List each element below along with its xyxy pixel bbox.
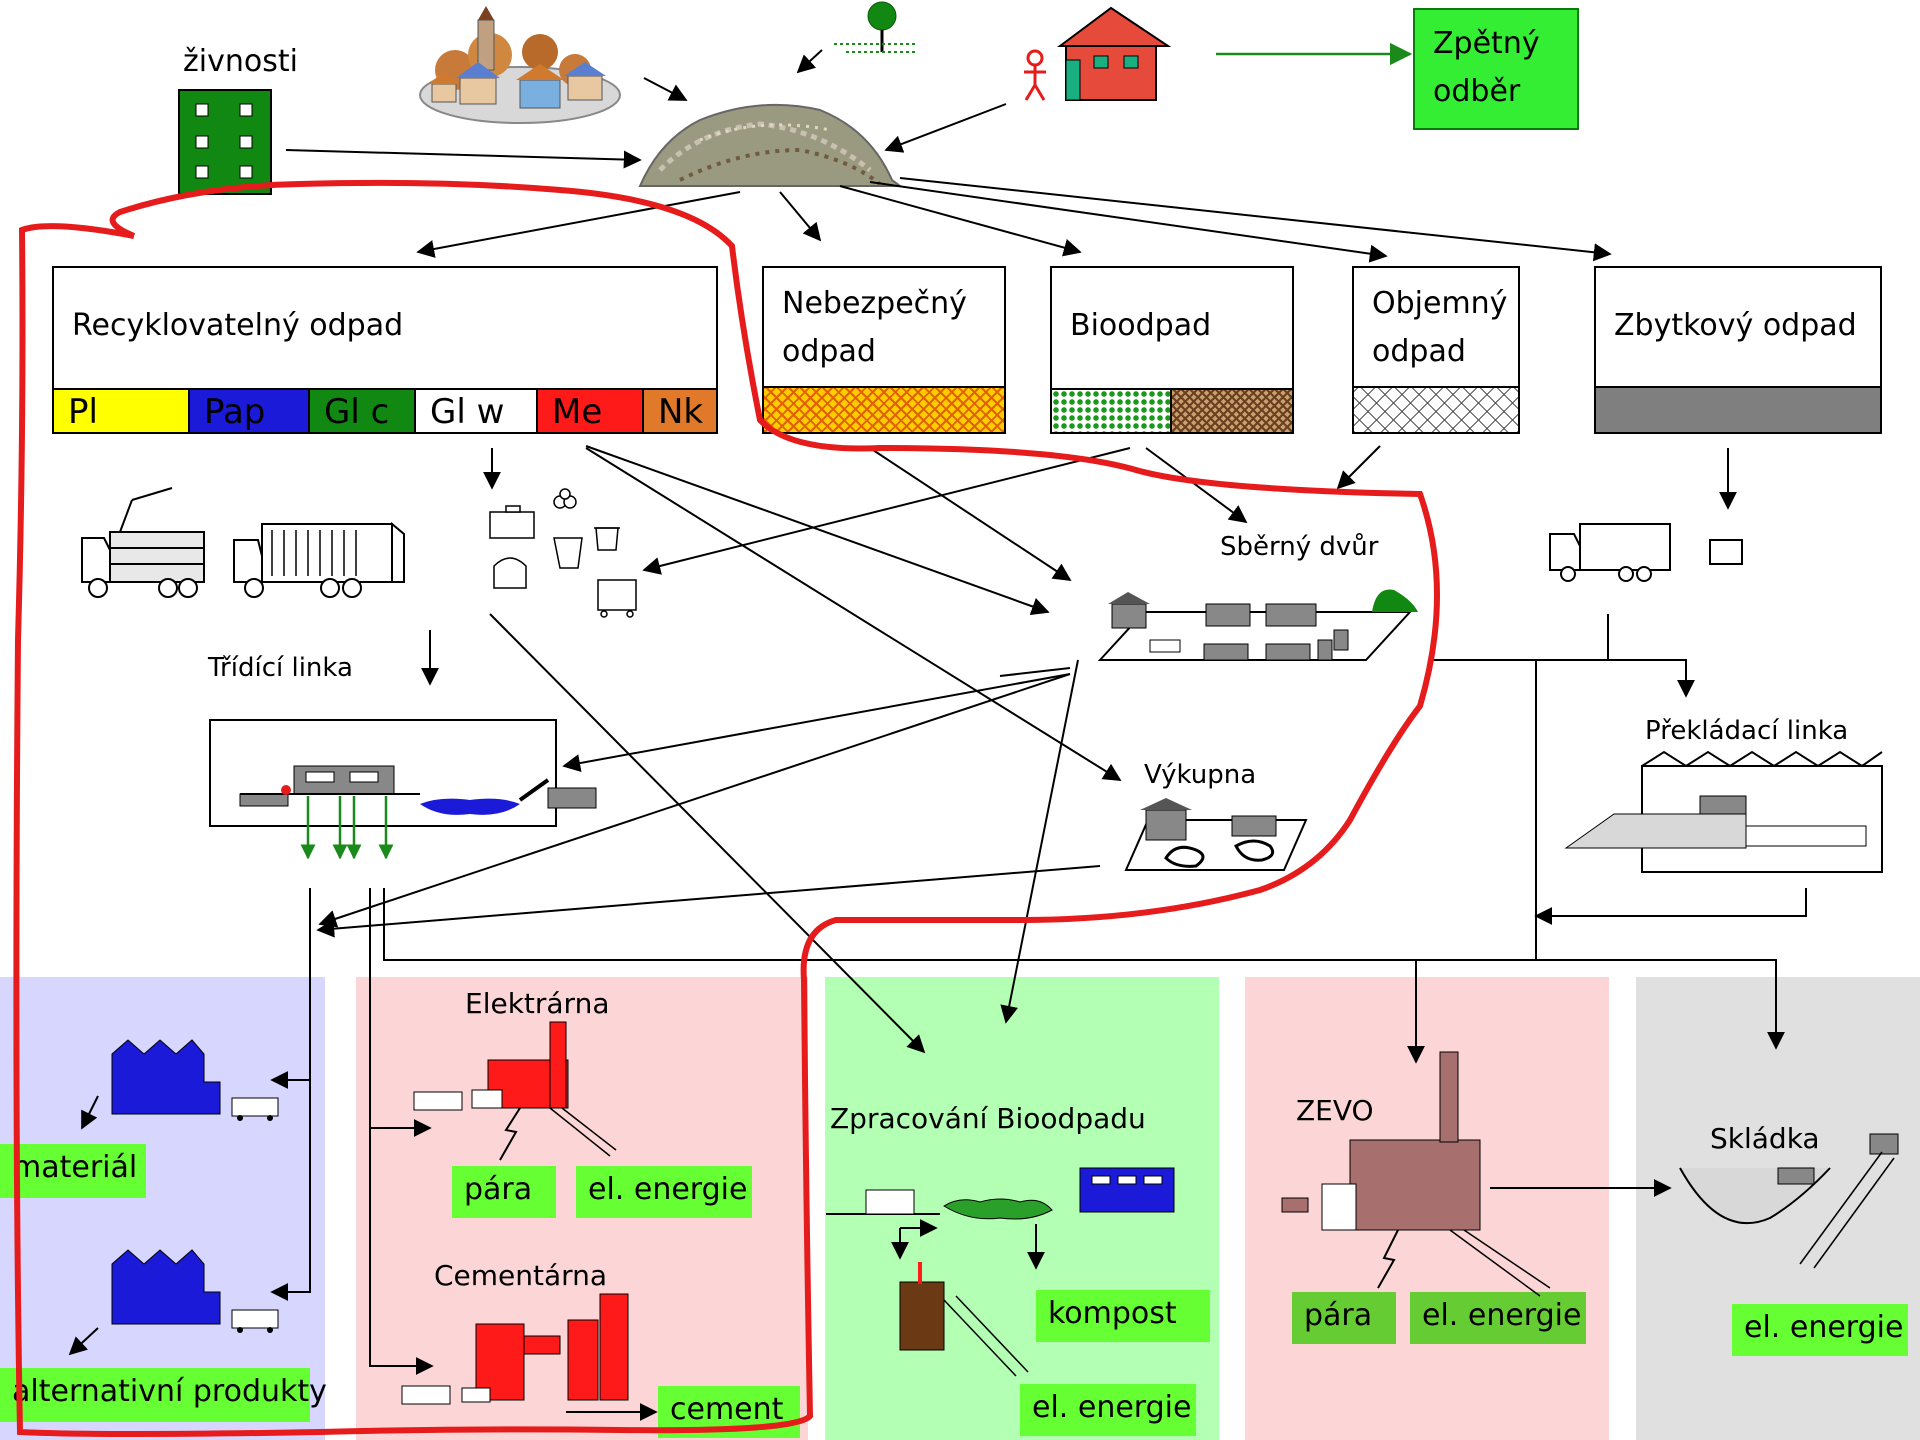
zpracovani-bioodpadu-label: Zpracování Bioodpadu — [830, 1102, 1146, 1135]
strip-beverage-carton: Nk — [644, 390, 716, 432]
strip-metal-label: Me — [552, 392, 603, 432]
strip-paper-label: Pap — [204, 392, 266, 432]
box-bulky: Objemný odpad — [1352, 266, 1520, 434]
recyclable-label: Recyklovatelný odpad — [72, 308, 404, 343]
village-icon — [419, 6, 621, 124]
kompost-badge: kompost — [1036, 1290, 1210, 1342]
bio-energy-badge: el. energie — [1020, 1384, 1196, 1436]
zevo-energy-badge: el. energie — [1410, 1292, 1586, 1344]
bulky-label-1: Objemný — [1372, 286, 1508, 321]
garbage-truck-icon — [233, 521, 405, 598]
bulky-label-2: odpad — [1372, 334, 1466, 369]
box-hazardous: Nebezpečný odpad — [762, 266, 1006, 434]
skladka-energy-badge: el. energie — [1732, 1304, 1908, 1356]
collection-yard-icon — [1097, 589, 1418, 661]
strip-metal: Me — [538, 390, 644, 432]
zevo-label: ZEVO — [1296, 1094, 1374, 1127]
zivnosti-building-icon — [178, 89, 272, 195]
strip-plastic-label: Pl — [68, 392, 98, 432]
vykupna-label: Výkupna — [1144, 760, 1257, 790]
transfer-station-icon — [1564, 750, 1883, 873]
box-recyclable: Recyklovatelný odpad Pl Pap Gl c Gl w Me… — [52, 266, 718, 434]
hazardous-pattern — [764, 386, 1004, 432]
zivnosti-label: živnosti — [183, 44, 298, 79]
panel-zevo — [1245, 977, 1609, 1440]
heap-to-category-arrows — [416, 177, 1612, 263]
skladka-label: Skládka — [1710, 1122, 1820, 1155]
zevo-para-badge: pára — [1292, 1292, 1396, 1344]
cement-badge: cement — [658, 1386, 800, 1438]
panel-bio — [825, 977, 1219, 1440]
strip-glass-white-label: Gl w — [430, 392, 505, 432]
tridici-linka-label: Třídící linka — [208, 653, 353, 683]
waste-heap-icon — [638, 103, 903, 187]
sorting-line-icon — [209, 719, 597, 860]
panel-skladka — [1636, 977, 1920, 1440]
elektrarna-label: Elektrárna — [465, 987, 610, 1020]
strip-glass-color: Gl c — [310, 390, 416, 432]
tree-icon — [834, 1, 916, 53]
recyclable-down-arrows — [421, 448, 501, 686]
strip-glass-color-label: Gl c — [324, 392, 390, 432]
hazardous-label-2: odpad — [782, 334, 876, 369]
box-residual: Zbytkový odpad — [1594, 266, 1882, 434]
zpetny-odber-line2: odběr — [1433, 74, 1521, 109]
bulky-pattern — [1354, 386, 1518, 432]
recyclable-strips: Pl Pap Gl c Gl w Me Nk — [54, 388, 716, 432]
cementarna-label: Cementárna — [434, 1259, 608, 1292]
box-bio: Bioodpad — [1050, 266, 1294, 434]
strip-plastic: Pl — [54, 390, 190, 432]
residual-pattern — [1596, 386, 1880, 432]
alternativni-produkty-badge: alternativní produkty — [0, 1368, 327, 1422]
elektrarna-energy-badge: el. energie — [576, 1166, 752, 1218]
residual-truck-icon — [1549, 523, 1743, 582]
sberny-dvur-label: Sběrný dvůr — [1220, 532, 1379, 562]
person-icon — [1024, 49, 1046, 101]
containers-icon — [489, 488, 637, 618]
material-badge: materiál — [0, 1144, 146, 1198]
strip-glass-white: Gl w — [416, 390, 538, 432]
crane-truck-icon — [81, 487, 205, 598]
bio-pattern-green — [1052, 388, 1172, 432]
bio-label: Bioodpad — [1070, 308, 1212, 343]
purchase-point-icon — [1124, 798, 1308, 871]
residual-label: Zbytkový odpad — [1614, 308, 1857, 343]
strip-paper: Pap — [190, 390, 310, 432]
hazardous-label-1: Nebezpečný — [782, 286, 967, 321]
bio-pattern-brown — [1172, 388, 1292, 432]
input-arrows — [285, 49, 1007, 169]
zpetny-odber-box: Zpětný odběr — [1413, 8, 1579, 130]
strip-carton-label: Nk — [658, 392, 704, 432]
elektrarna-para-badge: pára — [452, 1166, 556, 1218]
prekladaci-linka-label: Překládací linka — [1645, 716, 1849, 746]
zpetny-odber-line1: Zpětný — [1433, 26, 1540, 61]
house-icon — [1056, 6, 1172, 101]
